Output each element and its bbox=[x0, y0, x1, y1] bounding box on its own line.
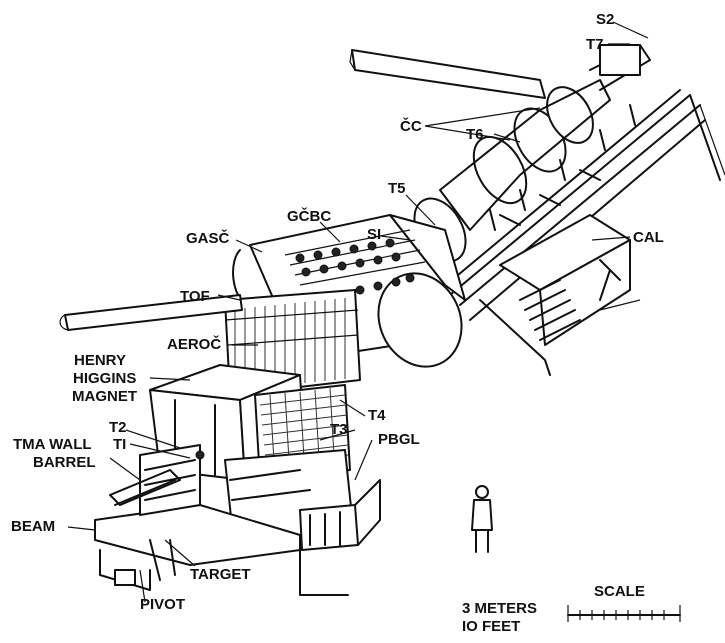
tma-wall-barrel bbox=[109, 444, 205, 516]
label-t2: T2 bbox=[109, 419, 127, 436]
label-magnet-line1: HENRY bbox=[74, 352, 126, 369]
spectrometer-rails bbox=[439, 89, 725, 321]
label-t1: TI bbox=[113, 436, 126, 453]
label-tma-wall: TMA WALL bbox=[13, 436, 92, 453]
label-aeroc: AEROČ bbox=[167, 335, 221, 353]
stands bbox=[489, 104, 636, 231]
label-s1: SI bbox=[367, 226, 381, 243]
target-base bbox=[94, 504, 301, 591]
label-gcbc: GČBC bbox=[287, 207, 331, 225]
label-target: TARGET bbox=[190, 566, 251, 583]
label-cc: ČC bbox=[400, 117, 422, 135]
scale-title: SCALE bbox=[594, 583, 645, 600]
label-pbgl: PBGL bbox=[378, 431, 420, 448]
labels: S2 T7 ČC T6 T5 GČBC SI GASČ CAL TOF AERO… bbox=[11, 11, 664, 635]
label-t5: T5 bbox=[388, 180, 406, 197]
person-figure bbox=[471, 485, 493, 553]
calorimeter bbox=[479, 214, 641, 376]
label-barrel: BARREL bbox=[33, 454, 96, 471]
leader-lines bbox=[67, 21, 649, 603]
label-cal: CAL bbox=[633, 229, 664, 246]
cherenkov-counters bbox=[413, 44, 651, 263]
scale-meters: 3 METERS bbox=[462, 600, 537, 617]
scale-bar bbox=[567, 605, 681, 622]
scale-feet: IO FEET bbox=[462, 618, 520, 635]
label-beam: BEAM bbox=[11, 518, 55, 535]
tof-aeroc-block bbox=[224, 289, 361, 396]
label-pivot: PIVOT bbox=[140, 596, 185, 613]
label-t7: T7 bbox=[586, 36, 604, 53]
gcbc-tube-array bbox=[284, 229, 426, 295]
label-t4: T4 bbox=[368, 407, 386, 424]
label-magnet-line3: MAGNET bbox=[72, 388, 137, 405]
label-t3: T3 bbox=[330, 421, 348, 438]
label-gasc: GASČ bbox=[186, 229, 230, 247]
beam-pipe-upstream bbox=[349, 49, 546, 99]
label-t6: T6 bbox=[466, 126, 484, 143]
label-s2: S2 bbox=[596, 11, 614, 28]
beam-pipe-left bbox=[59, 294, 243, 331]
label-tof: TOF bbox=[180, 288, 210, 305]
label-magnet-line2: HIGGINS bbox=[73, 370, 136, 387]
